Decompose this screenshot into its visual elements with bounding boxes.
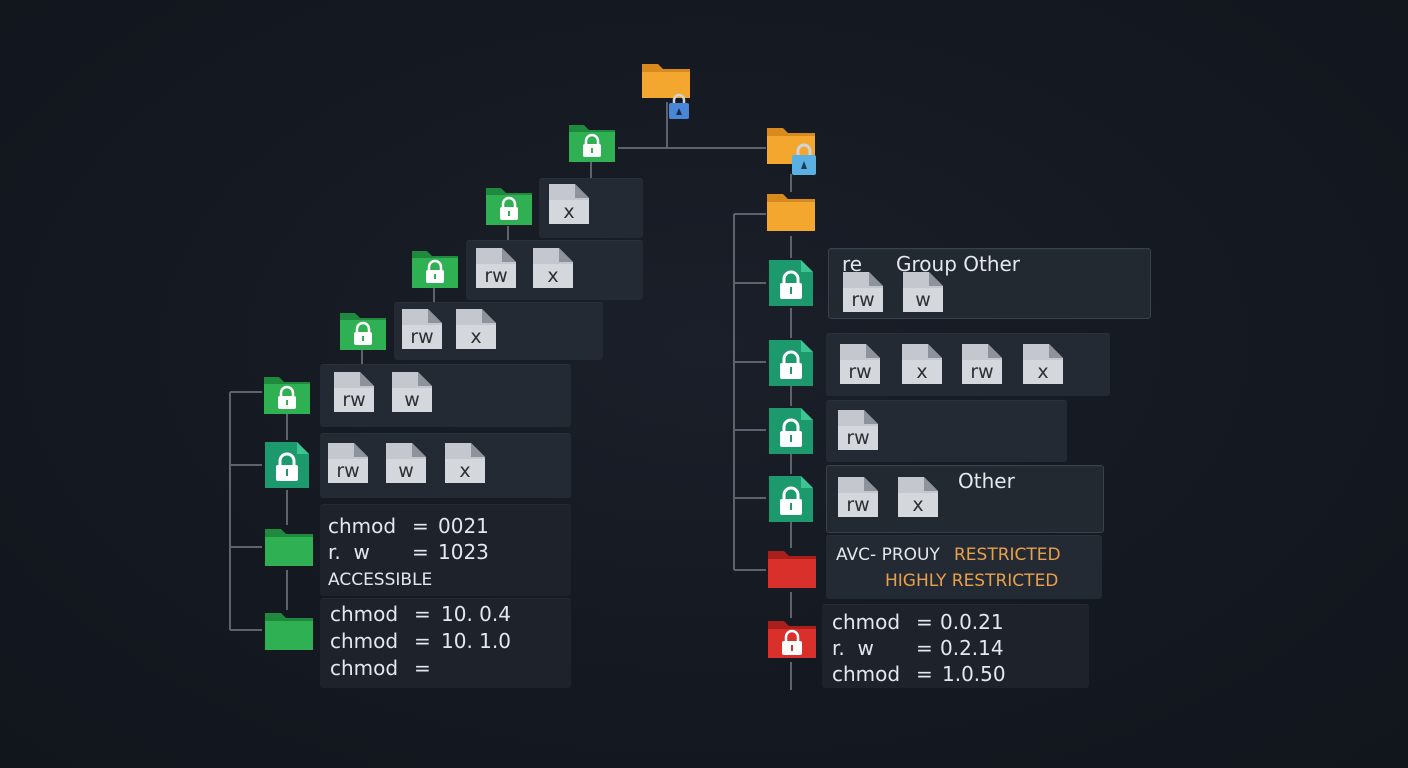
- file-perm-label: rw: [851, 289, 875, 311]
- file-perm-label: w: [915, 289, 931, 311]
- green-lock-folder-icon[interactable]: [410, 248, 460, 290]
- root-folder-icon[interactable]: [640, 58, 692, 102]
- red-folder-icon[interactable]: [766, 548, 818, 592]
- info-key: r. w: [328, 540, 370, 564]
- info-eq: =: [916, 662, 933, 686]
- panel-header-group-other: Group Other: [896, 252, 1021, 276]
- file-perm-label: x: [1037, 361, 1049, 383]
- file-icon[interactable]: rw: [402, 309, 442, 349]
- file-perm-label: rw: [970, 361, 994, 383]
- info-value: 10. 0.4: [441, 602, 511, 626]
- file-perm-label: w: [404, 389, 420, 411]
- info-eq: =: [412, 540, 429, 564]
- file-perm-label: x: [912, 494, 924, 516]
- info-value: 1023: [438, 540, 489, 564]
- root-lock-icon: [667, 92, 691, 120]
- green-lock-folder-icon[interactable]: [338, 310, 388, 352]
- file-perm-label: x: [563, 201, 575, 223]
- file-icon[interactable]: rw: [838, 477, 878, 517]
- teal-lock-file-icon[interactable]: [766, 258, 816, 308]
- file-icon[interactable]: rw: [843, 272, 883, 312]
- teal-lock-file-icon[interactable]: [766, 338, 816, 388]
- file-icon[interactable]: w: [903, 272, 943, 312]
- status-accessible: ACCESSIBLE: [328, 570, 433, 590]
- file-perm-label: rw: [848, 361, 872, 383]
- info-value: 0021: [438, 514, 489, 538]
- info-eq: =: [916, 610, 933, 634]
- file-icon[interactable]: x: [533, 248, 573, 288]
- file-icon[interactable]: w: [386, 443, 426, 483]
- branch-lock-icon: [790, 140, 818, 176]
- info-panel-accessible: [320, 504, 571, 596]
- file-icon[interactable]: rw: [328, 443, 368, 483]
- green-folder-icon[interactable]: [263, 526, 315, 570]
- info-eq: =: [414, 602, 431, 626]
- green-lock-folder-icon[interactable]: [262, 374, 312, 416]
- info-value: 0.2.14: [940, 636, 1004, 660]
- panel-header-other: Other: [958, 469, 1015, 493]
- panel-label: re: [842, 252, 863, 276]
- file-icon[interactable]: rw: [334, 372, 374, 412]
- info-eq: =: [414, 629, 431, 653]
- file-perm-label: rw: [342, 389, 366, 411]
- status-prefix: AVC- PROUY: [836, 545, 940, 565]
- file-perm-label: x: [916, 361, 928, 383]
- file-perm-label: rw: [336, 460, 360, 482]
- folder-icon[interactable]: [765, 191, 817, 235]
- file-perm-label: w: [398, 460, 414, 482]
- file-icon[interactable]: x: [549, 184, 589, 224]
- info-eq: =: [412, 514, 429, 538]
- info-key: chmod: [330, 656, 399, 680]
- info-key: chmod: [330, 629, 399, 653]
- info-value: 1.0.50: [942, 662, 1006, 686]
- info-key: chmod: [832, 662, 901, 686]
- info-eq: =: [414, 656, 431, 680]
- info-key: chmod: [328, 514, 397, 538]
- file-icon[interactable]: rw: [840, 344, 880, 384]
- file-perm-label: rw: [410, 326, 434, 348]
- info-key: r. w: [832, 636, 874, 660]
- file-icon[interactable]: x: [456, 309, 496, 349]
- file-perm-label: x: [547, 265, 559, 287]
- teal-lock-file-icon[interactable]: [262, 440, 312, 490]
- status-panel-restricted: [826, 535, 1102, 599]
- file-icon[interactable]: rw: [476, 248, 516, 288]
- file-perm-label: x: [459, 460, 471, 482]
- red-lock-folder-icon[interactable]: [766, 618, 818, 662]
- info-value: 10. 1.0: [441, 629, 511, 653]
- file-icon[interactable]: rw: [838, 410, 878, 450]
- green-lock-folder-icon[interactable]: [484, 185, 534, 227]
- info-panel-chmod: [320, 598, 571, 688]
- teal-lock-file-icon[interactable]: [766, 474, 816, 524]
- file-icon[interactable]: x: [1023, 344, 1063, 384]
- status-highly-restricted: HIGHLY RESTRICTED: [885, 571, 1059, 591]
- file-icon[interactable]: x: [898, 477, 938, 517]
- file-perm-label: rw: [846, 427, 870, 449]
- file-perm-label: x: [470, 326, 482, 348]
- info-key: chmod: [330, 602, 399, 626]
- file-icon[interactable]: w: [392, 372, 432, 412]
- file-perm-label: rw: [484, 265, 508, 287]
- info-eq: =: [916, 636, 933, 660]
- file-icon[interactable]: x: [445, 443, 485, 483]
- teal-lock-file-icon[interactable]: [766, 406, 816, 456]
- info-key: chmod: [832, 610, 901, 634]
- file-icon[interactable]: rw: [962, 344, 1002, 384]
- file-icon[interactable]: x: [902, 344, 942, 384]
- file-perm-label: rw: [846, 494, 870, 516]
- green-folder-icon[interactable]: [263, 610, 315, 654]
- info-value: 0.0.21: [940, 610, 1004, 634]
- status-restricted: RESTRICTED: [954, 545, 1061, 565]
- green-lock-folder-icon[interactable]: [567, 122, 617, 164]
- info-panel-right-chmod: [822, 604, 1089, 688]
